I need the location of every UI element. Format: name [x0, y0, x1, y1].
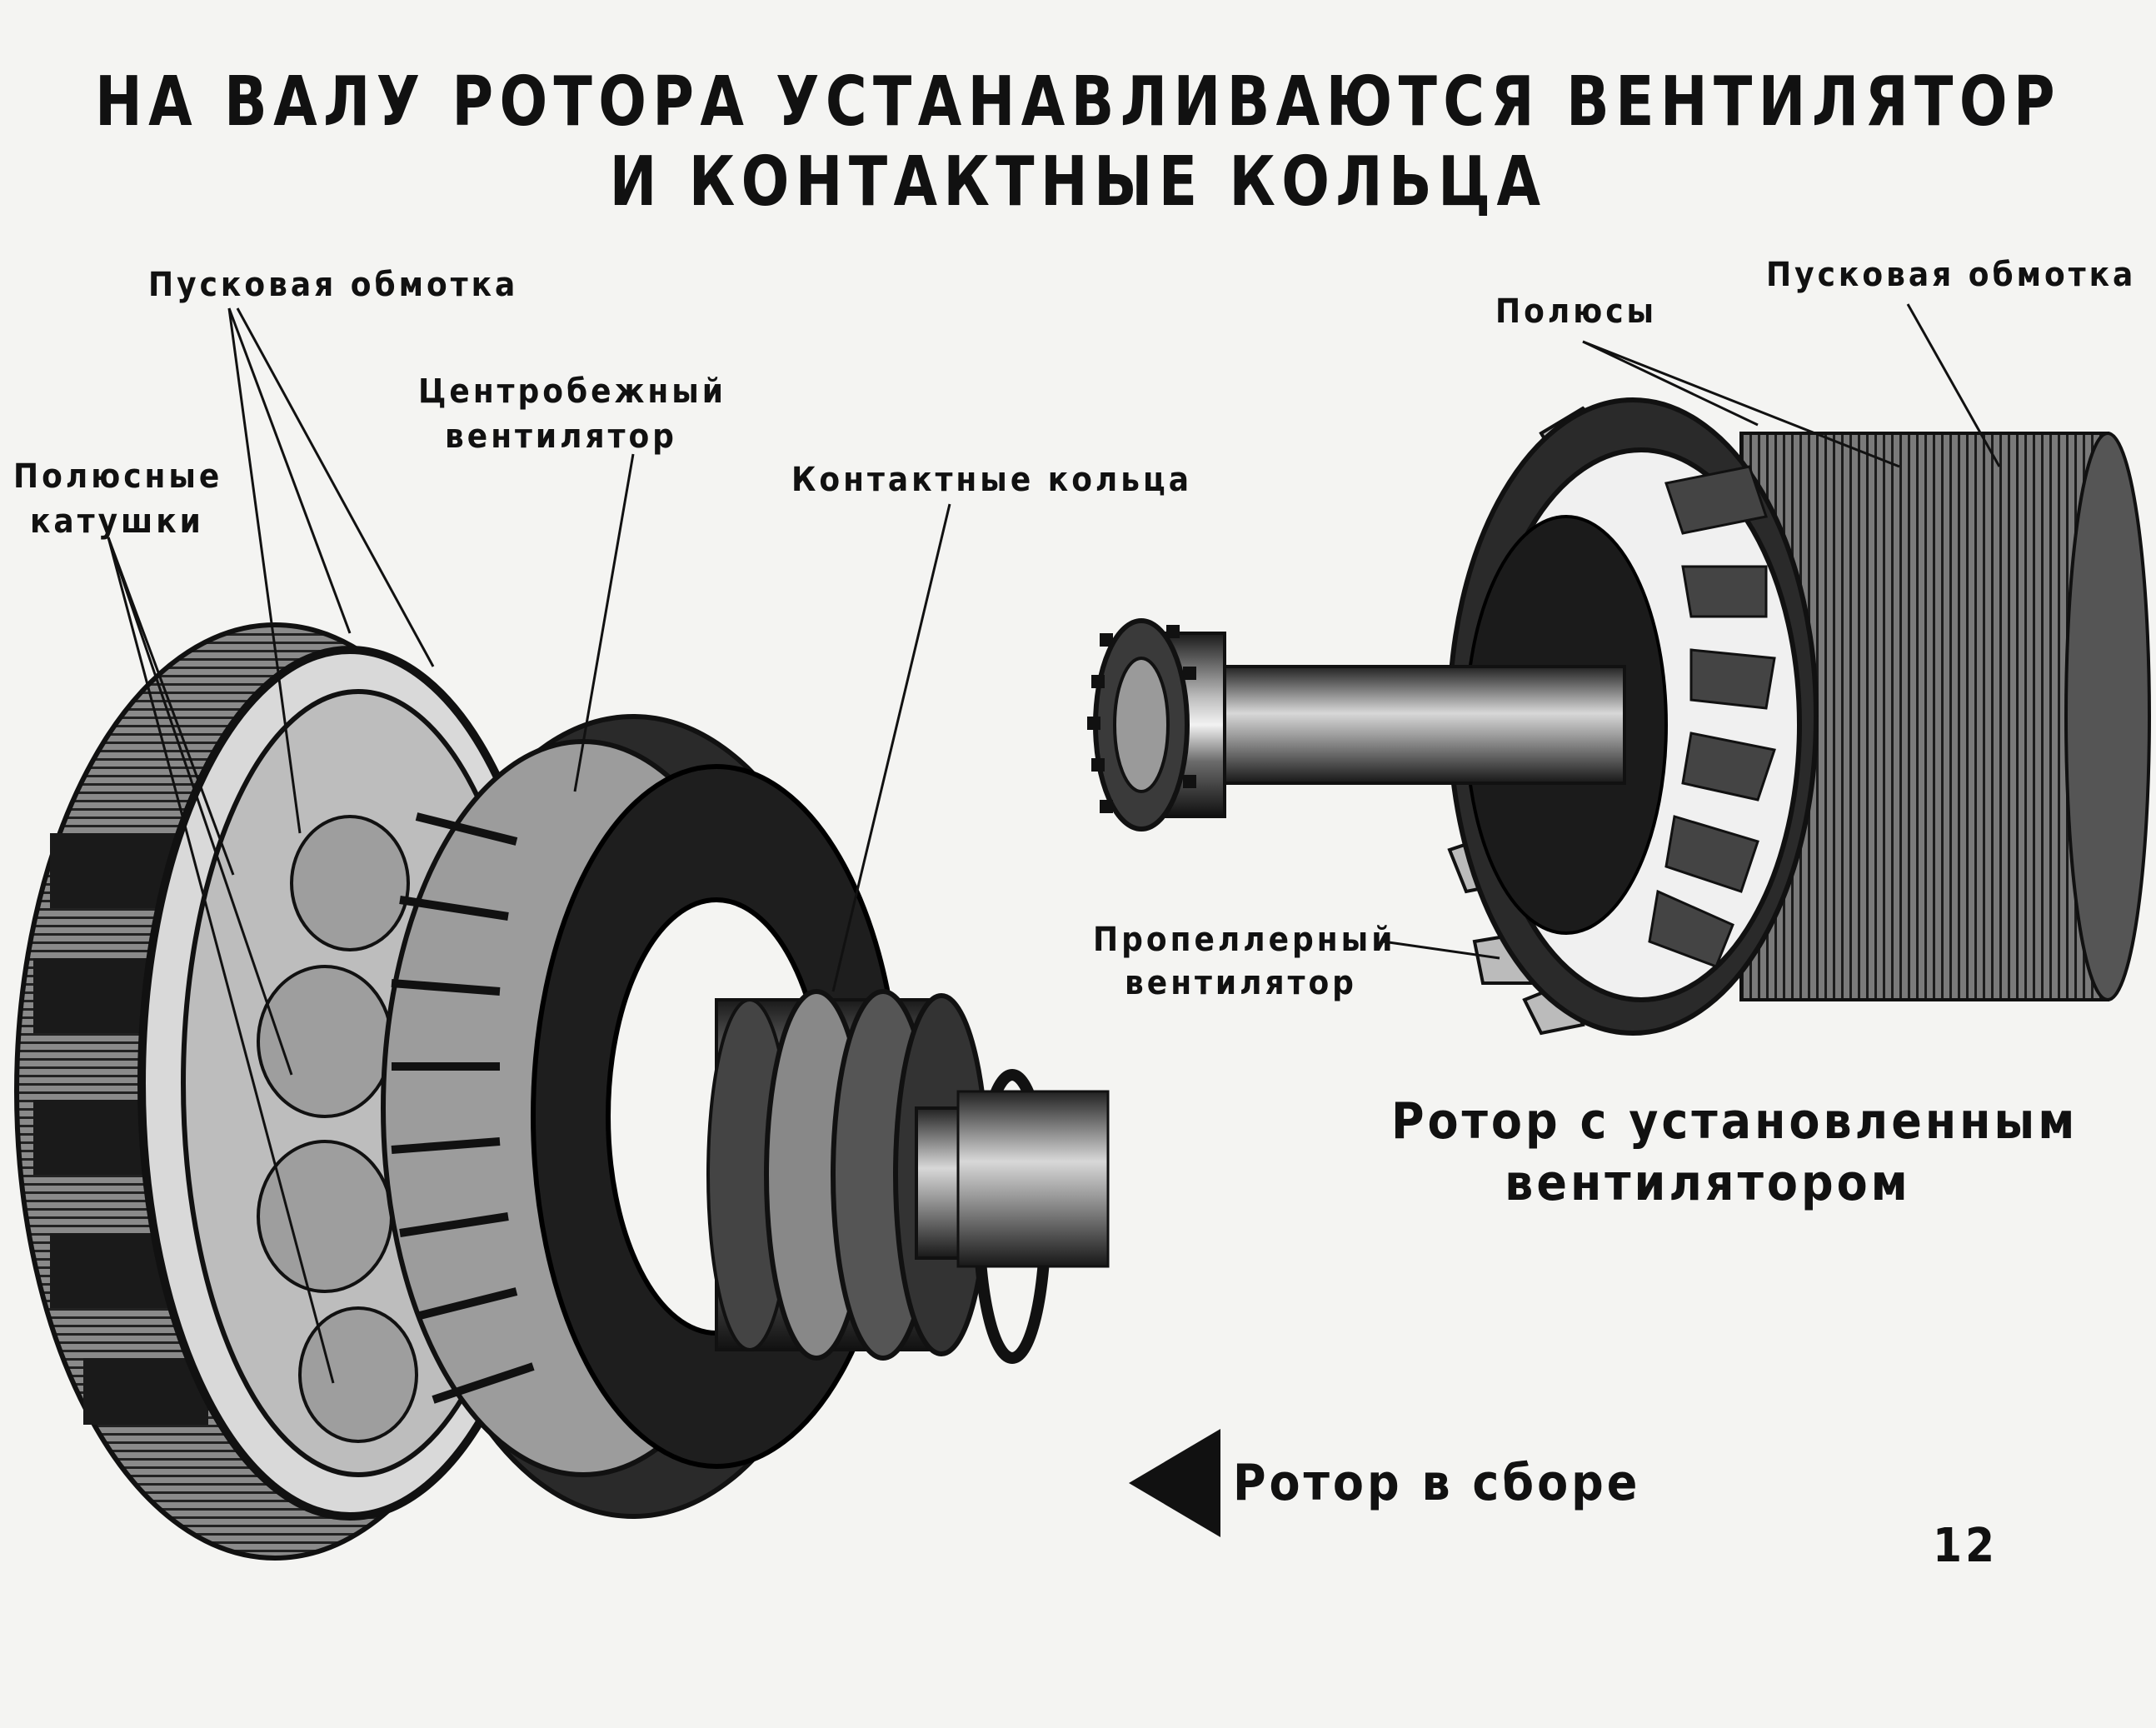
rotor-with-fan-drawing [1087, 303, 2151, 1036]
page-number: 12 [1933, 1519, 1999, 1573]
label-centrifugal-fan-line-1: Центробежный [418, 372, 727, 411]
label-start-winding-right: Пусковая обмотка [1766, 256, 2137, 294]
caption-rotor-assembled: Ротор в сборе [1233, 1454, 1641, 1512]
label-slip-rings: Контактные кольца [791, 461, 1193, 499]
label-centrifugal-fan-line-2: вентилятор [445, 417, 677, 456]
label-pole-coils-line-2: катушки [30, 502, 204, 541]
caption-rotor-with-fan-line-1: Ротор с установленным [1391, 1092, 2079, 1151]
caption-rotor-with-fan-line-2: вентилятором [1505, 1154, 1911, 1212]
label-propeller-fan-line-1: Пропеллерный [1093, 921, 1396, 959]
left-arrow-icon [1129, 1429, 1220, 1537]
label-pole-coils-line-1: Полюсные [13, 457, 223, 496]
assembled-rotor-drawing [14, 307, 1110, 1561]
title-line-2: И КОНТАКТНЫЕ КОЛЬЦА [609, 142, 1547, 222]
label-propeller-fan-line-2: вентилятор [1125, 964, 1357, 1002]
title-line-1: НА ВАЛУ РОТОРА УСТАНАВЛИВАЮТСЯ ВЕНТИЛЯТО… [95, 62, 2061, 142]
label-poles: Полюсы [1495, 292, 1658, 331]
label-start-winding-left: Пусковая обмотка [148, 266, 519, 304]
